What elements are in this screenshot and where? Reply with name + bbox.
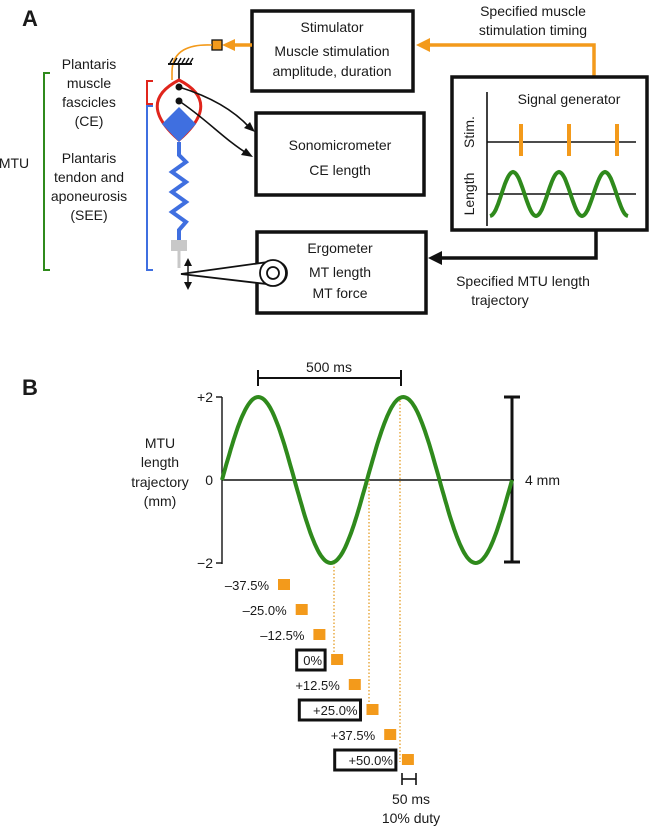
phase-pulse-7 bbox=[401, 754, 414, 765]
timing-arrow bbox=[426, 43, 596, 76]
amplitude-bar: 4 mm bbox=[504, 395, 560, 564]
amplitude-label: 4 mm bbox=[525, 472, 560, 488]
phase-label-7: +50.0% bbox=[348, 753, 393, 768]
trajectory-label-line1: Specified MTU length bbox=[456, 273, 590, 289]
phase-box-7 bbox=[333, 748, 398, 772]
signal-generator-title: Signal generator bbox=[518, 91, 621, 107]
stim-output-arrowhead bbox=[222, 39, 235, 51]
length-wave bbox=[489, 169, 629, 219]
mtu-trajectory-line bbox=[220, 394, 514, 566]
tendon-spring bbox=[168, 142, 190, 240]
ergometer-lever bbox=[180, 258, 288, 290]
ergometer-box: Ergometer MT length MT force bbox=[255, 230, 428, 315]
y-tick-plus2: +2 bbox=[197, 389, 213, 405]
see-bracket bbox=[146, 105, 153, 271]
ylabel-line1: MTU bbox=[145, 435, 175, 451]
ergometer-line2: MT force bbox=[313, 285, 368, 301]
phase-label-1: –25.0% bbox=[243, 603, 288, 618]
pulse-label-line1: 50 ms bbox=[392, 791, 430, 807]
tendon-clamp bbox=[171, 240, 187, 251]
muscle-label-line3: fascicles bbox=[62, 94, 116, 110]
phase-label-5: +25.0% bbox=[313, 703, 358, 718]
phase-label-3: 0% bbox=[303, 653, 322, 668]
sonomicrometer-title: Sonomicrometer bbox=[289, 137, 392, 153]
phase-label-4: +12.5% bbox=[295, 678, 340, 693]
mtu-bracket bbox=[43, 72, 50, 271]
trajectory-arrowhead bbox=[428, 251, 442, 265]
muscle-label-line4: (CE) bbox=[75, 113, 104, 129]
phase-label-6: +37.5% bbox=[331, 728, 376, 743]
stimulator-title: Stimulator bbox=[300, 19, 363, 35]
muscle-label-line2: muscle bbox=[67, 75, 112, 91]
sonomicrometer-box: Sonomicrometer CE length bbox=[254, 111, 426, 197]
phase-box-3 bbox=[295, 648, 327, 672]
signal-generator-box: Signal generator Stim. Length bbox=[450, 75, 649, 232]
stimulator-box: Stimulator Muscle stimulation amplitude,… bbox=[250, 9, 415, 93]
ylabel-line2: length bbox=[141, 454, 179, 470]
timing-arrowhead bbox=[416, 38, 430, 52]
timing-label-line2: stimulation timing bbox=[479, 22, 587, 38]
panel-a-label: A bbox=[22, 6, 38, 31]
period-bracket: 500 ms bbox=[257, 359, 402, 386]
sonomicrometer-line1: CE length bbox=[309, 162, 370, 178]
muscle-label-line1: Plantaris bbox=[62, 56, 116, 72]
phase-pulse-5 bbox=[366, 704, 379, 715]
phase-label-0: –37.5% bbox=[225, 578, 270, 593]
length-axis-label: Length bbox=[461, 173, 477, 216]
pulse-width-marker: 50 ms 10% duty bbox=[382, 773, 440, 826]
trajectory-label-line2: trajectory bbox=[471, 292, 529, 308]
trajectory-arrow bbox=[440, 230, 598, 260]
sono-wire-2 bbox=[178, 100, 249, 155]
phase-pulse-0 bbox=[278, 579, 290, 590]
ce-bracket bbox=[146, 80, 153, 105]
stimulator-line2: amplitude, duration bbox=[272, 63, 391, 79]
period-label: 500 ms bbox=[306, 359, 352, 375]
y-tick-0: 0 bbox=[205, 472, 213, 488]
electrode-icon bbox=[211, 39, 223, 51]
electrode-wire bbox=[171, 44, 213, 80]
phase-pulse-1 bbox=[295, 604, 308, 615]
tendon-label-line1: Plantaris bbox=[62, 150, 116, 166]
tendon-label-line4: (SEE) bbox=[70, 207, 107, 223]
phase-pulse-3 bbox=[331, 654, 344, 665]
ergometer-title: Ergometer bbox=[307, 240, 373, 256]
muscle-tendon-unit bbox=[155, 57, 203, 268]
ylabel-line4: (mm) bbox=[144, 493, 177, 509]
tendon-label-line3: aponeurosis bbox=[51, 188, 127, 204]
stim-axis-label: Stim. bbox=[461, 116, 477, 148]
ergometer-line1: MT length bbox=[309, 264, 371, 280]
mtu-label: MTU bbox=[0, 155, 29, 171]
phase-label-2: –12.5% bbox=[260, 628, 305, 643]
pulse-label-line2: 10% duty bbox=[382, 810, 440, 826]
tendon-label-line2: tendon and bbox=[54, 169, 124, 185]
phase-pulse-6 bbox=[384, 729, 397, 740]
sono-wire-1 bbox=[178, 86, 251, 129]
phase-list: –37.5% –25.0% –12.5% 0% +12.5% +25.0% +37.5% +5… bbox=[225, 578, 414, 772]
ylabel-line3: trajectory bbox=[131, 474, 189, 490]
y-tick-minus2: −2 bbox=[197, 555, 213, 571]
stimulator-line1: Muscle stimulation bbox=[274, 43, 389, 59]
phase-pulse-4 bbox=[348, 679, 361, 690]
aponeurosis-shape bbox=[162, 107, 196, 142]
panel-b-label: B bbox=[22, 375, 38, 400]
phase-pulse-2 bbox=[313, 629, 326, 640]
timing-label-line1: Specified muscle bbox=[480, 3, 586, 19]
phase-box-5 bbox=[297, 698, 362, 722]
